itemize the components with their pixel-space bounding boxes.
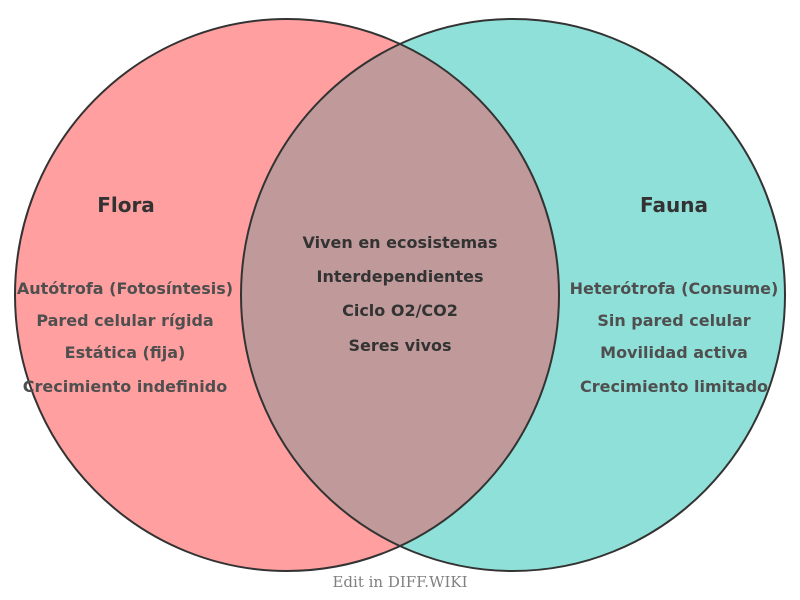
fauna-circle-outline: [240, 18, 786, 572]
flora-item: Pared celular rígida: [36, 311, 214, 330]
edit-watermark-link[interactable]: Edit in DIFF.WIKI: [332, 573, 468, 591]
overlap-region: [241, 19, 559, 571]
flora-item: Estática (fija): [64, 343, 186, 362]
overlap-item: Ciclo O2/CO2: [342, 301, 458, 320]
fauna-item: Sin pared celular: [597, 311, 751, 330]
fauna-item: Crecimiento limitado: [579, 377, 769, 396]
overlap-item: Seres vivos: [348, 336, 452, 355]
fauna-item: Heterótrofa (Consume): [569, 279, 779, 298]
fauna-title: Fauna: [640, 193, 708, 217]
flora-item: Autótrofa (Fotosíntesis): [16, 279, 234, 298]
flora-title: Flora: [97, 193, 155, 217]
overlap-item: Viven en ecosistemas: [302, 233, 498, 252]
overlap-item: Interdependientes: [316, 267, 484, 286]
fauna-item: Movilidad activa: [600, 343, 748, 362]
flora-circle-outline: [14, 18, 560, 572]
flora-item: Crecimiento indefinido: [22, 377, 228, 396]
